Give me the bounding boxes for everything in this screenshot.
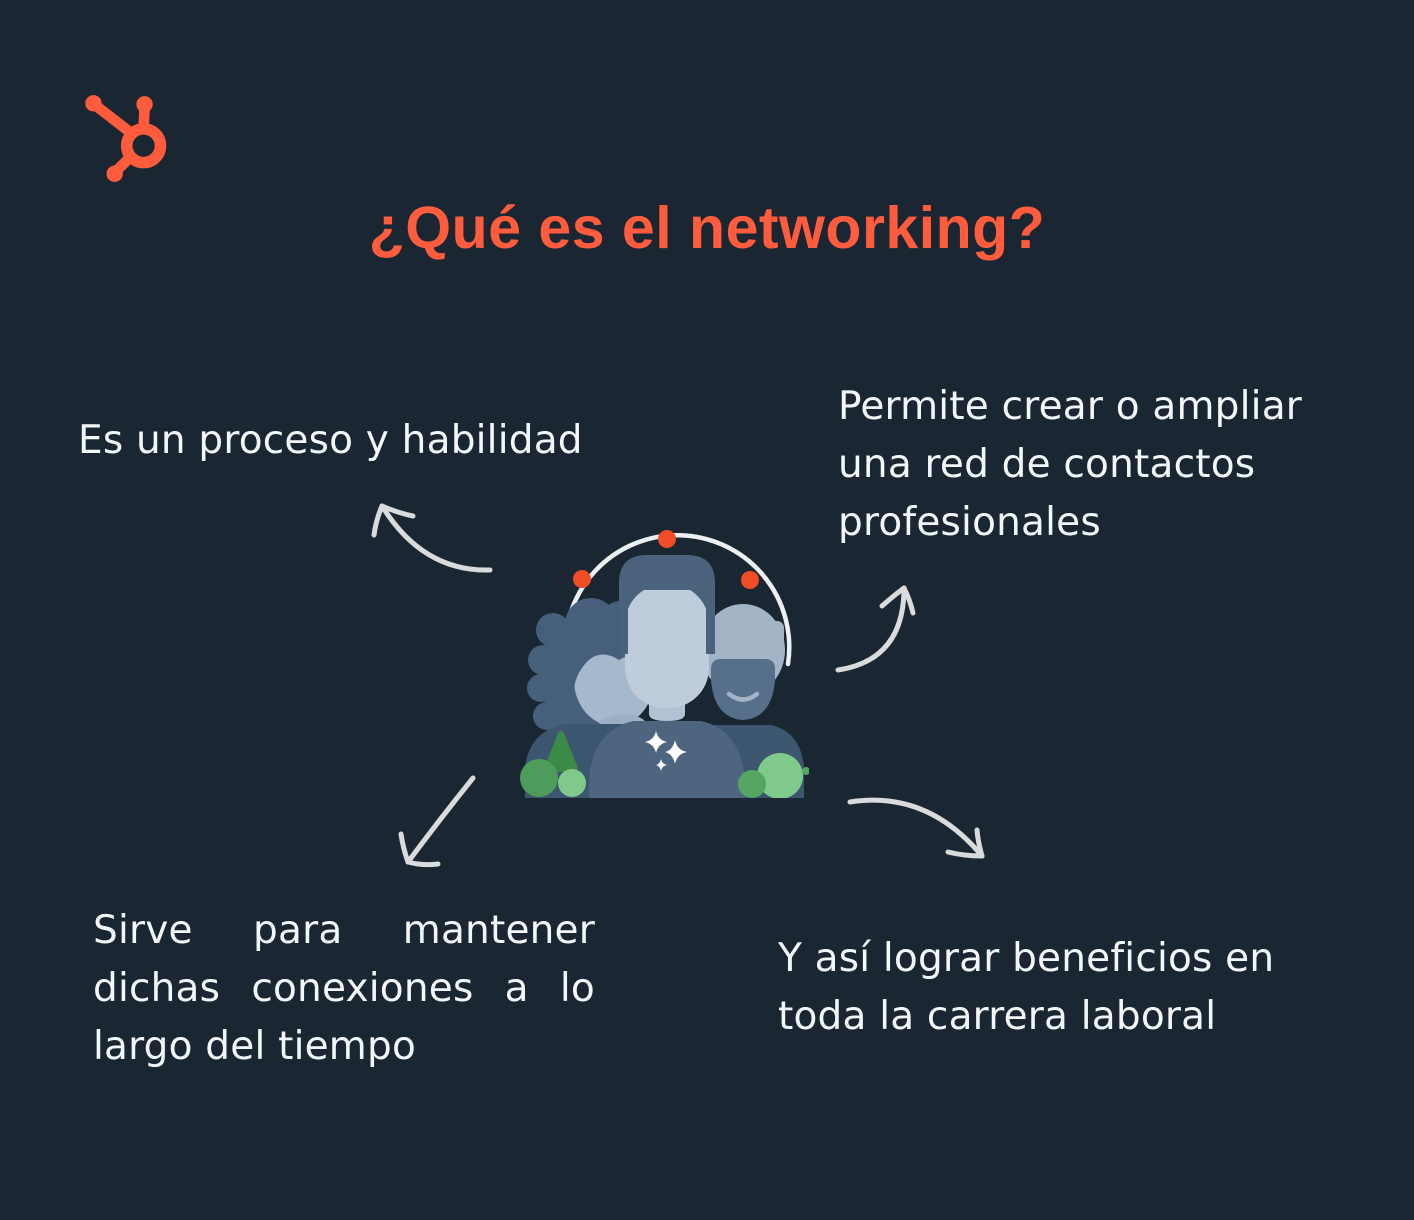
curved-arrow-up-right-icon bbox=[835, 585, 916, 673]
curved-arrow-up-left-icon bbox=[371, 503, 493, 573]
callout-top-right: Permite crear o ampliar una red de contac… bbox=[838, 378, 1358, 552]
callout-bottom-right: Y así lograr beneficios en toda la carrer… bbox=[778, 930, 1318, 1046]
bushes bbox=[520, 731, 809, 798]
callout-top-left: Es un proceso y habilidad bbox=[78, 412, 618, 470]
callout-line: largo del tiempo bbox=[93, 1024, 417, 1069]
network-node-dot bbox=[573, 570, 591, 588]
network-arc bbox=[563, 532, 792, 667]
people-network-illustration bbox=[520, 530, 809, 798]
network-node-dot bbox=[741, 571, 759, 589]
callout-line: Y así lograr beneficios en bbox=[778, 936, 1275, 981]
hubspot-logo-icon bbox=[85, 95, 167, 182]
curved-arrow-down-right-icon bbox=[847, 797, 985, 859]
callout-line: toda la carrera laboral bbox=[778, 994, 1217, 1039]
callout-line: dichas conexiones a lo bbox=[93, 966, 595, 1011]
callout-line: Es un proceso y habilidad bbox=[78, 418, 583, 463]
callout-line: una red de contactos bbox=[838, 442, 1256, 487]
page-title: ¿Qué es el networking? bbox=[368, 195, 1046, 261]
person-center bbox=[589, 555, 745, 798]
callout-line: Permite crear o ampliar bbox=[838, 384, 1303, 429]
network-node-dot bbox=[658, 530, 676, 548]
callout-bottom-left: Sirve para mantener dichas conexiones a l… bbox=[93, 902, 595, 1076]
callout-line: profesionales bbox=[838, 500, 1101, 545]
arrow-down-left-icon bbox=[398, 775, 476, 868]
sparkles bbox=[645, 731, 687, 771]
callout-line: Sirve para mantener bbox=[93, 908, 595, 953]
